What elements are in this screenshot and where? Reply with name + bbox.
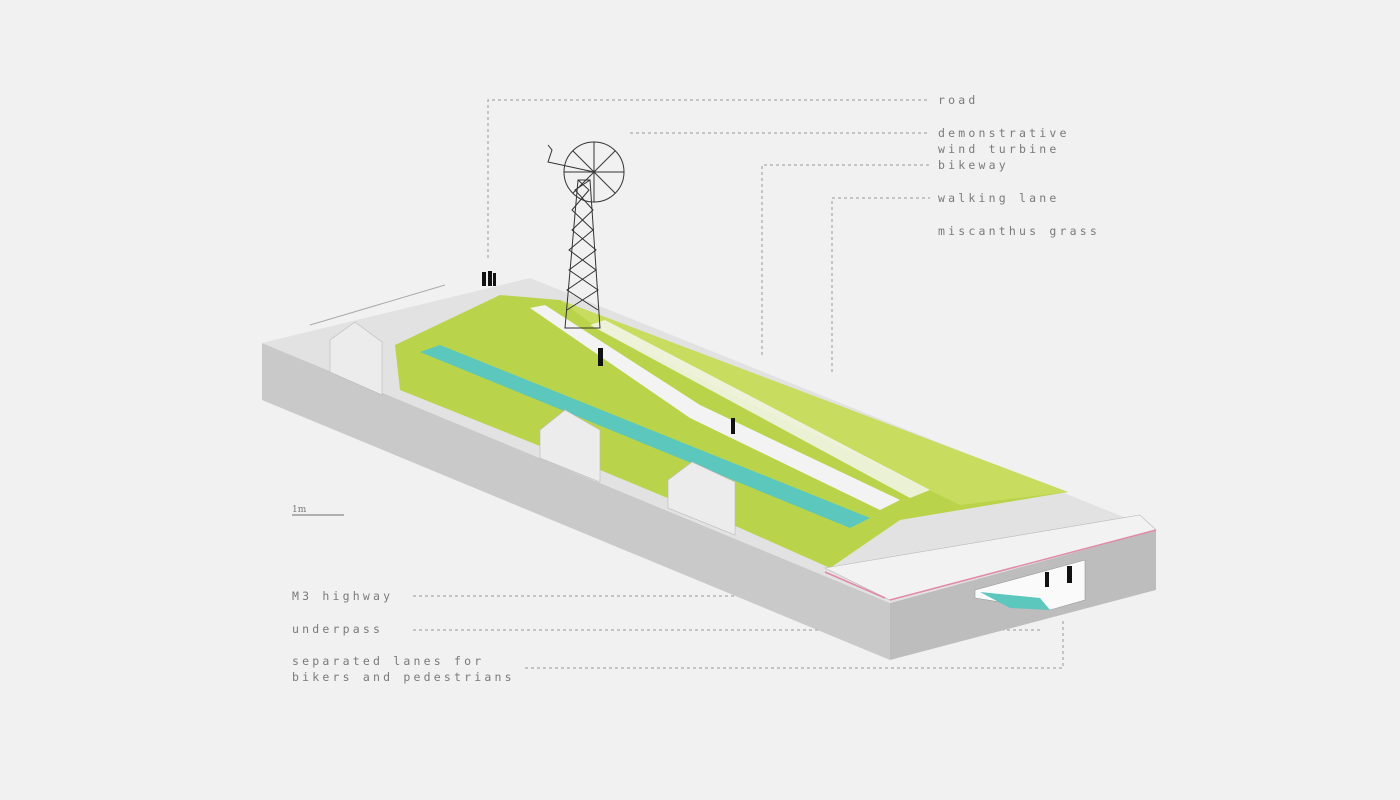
bikeway-path	[590, 320, 930, 498]
label-underpass: underpass	[292, 622, 384, 636]
block-front-face	[262, 343, 890, 660]
label-m3-highway: M3 highway	[292, 589, 394, 603]
leader-walking	[831, 197, 930, 372]
people-figures	[482, 271, 1072, 587]
walking-path	[530, 305, 900, 510]
label-wind-turbine: demonstrative wind turbine	[938, 126, 1070, 156]
underpass-water	[980, 592, 1050, 610]
water-channel	[420, 345, 870, 528]
grass-light	[560, 300, 1068, 505]
scale-bar-label: 1m	[292, 505, 307, 515]
label-miscanthus-grass: miscanthus grass	[938, 224, 1100, 238]
gable-walls	[329, 321, 736, 536]
wind-turbine	[547, 141, 625, 329]
leader-lanes	[525, 618, 1064, 669]
label-bikeway: bikeway	[938, 158, 1009, 172]
label-walking-lane: walking lane	[938, 191, 1060, 205]
leader-bikeway	[761, 164, 930, 355]
leader-road	[487, 99, 930, 258]
label-separated-lanes: separated lanes for bikers and pedestria…	[292, 654, 515, 684]
label-road: road	[938, 93, 979, 107]
